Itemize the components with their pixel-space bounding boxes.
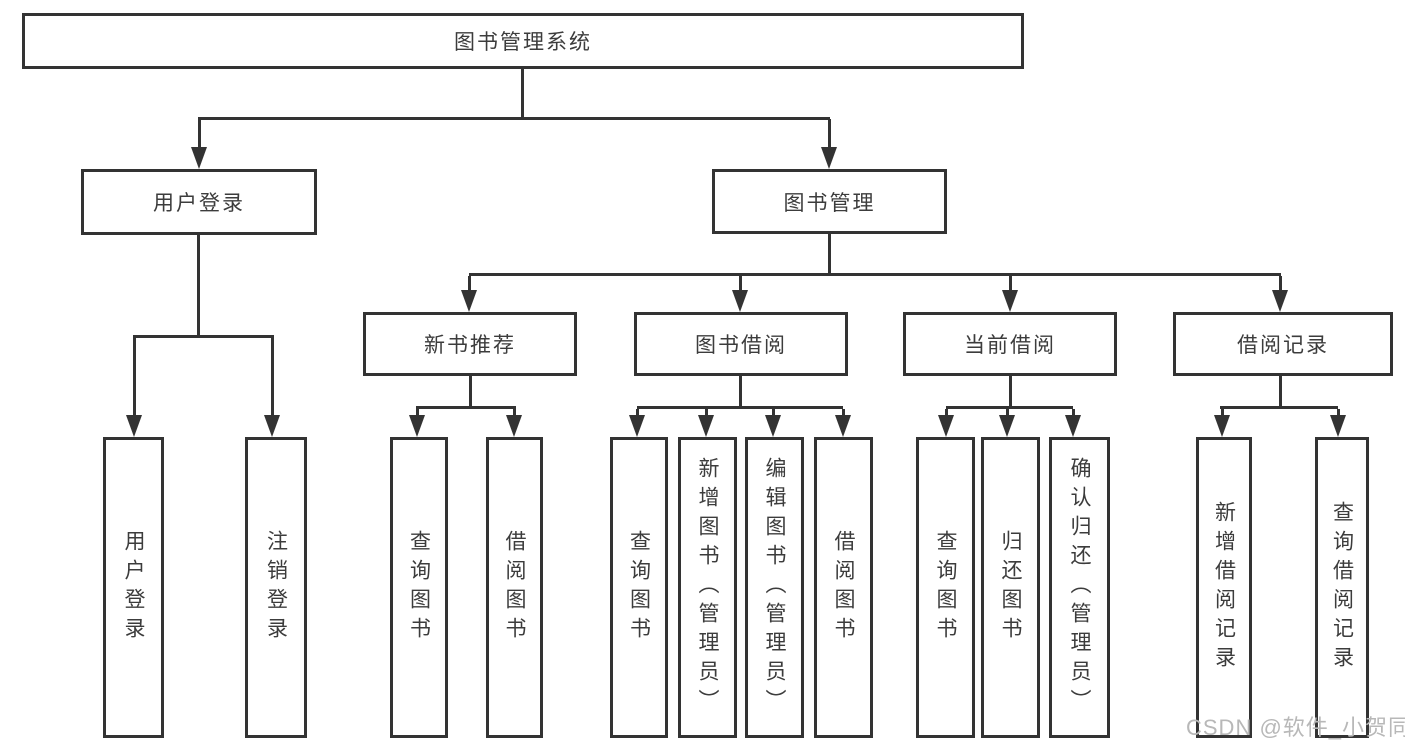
leaf-return-book: 归还图书 — [981, 437, 1040, 738]
arrow-down-icon — [999, 409, 1015, 437]
node-user-login-branch-label: 用户登录 — [153, 192, 245, 215]
connector-line — [1009, 376, 1012, 408]
node-user-login-branch: 用户登录 — [81, 169, 317, 235]
connector-line — [198, 117, 830, 120]
node-current-borrowing-label: 当前借阅 — [964, 334, 1056, 357]
arrow-down-icon — [698, 409, 714, 437]
arrow-down-icon — [461, 276, 477, 312]
connector-line — [828, 233, 831, 275]
node-book-borrowing: 图书借阅 — [634, 312, 848, 376]
leaf-edit-book-admin: 编辑图书（管理员） — [745, 437, 804, 738]
leaf-query-books-3-label: 查询图书 — [934, 529, 957, 646]
arrow-down-icon — [264, 338, 280, 437]
leaf-query-borrow-record-label: 查询借阅记录 — [1330, 500, 1354, 675]
node-book-management: 图书管理 — [712, 169, 947, 234]
arrow-down-icon — [1214, 409, 1230, 437]
node-borrowing-records-label: 借阅记录 — [1237, 334, 1329, 357]
leaf-query-books-2: 查询图书 — [610, 437, 668, 738]
leaf-borrow-books-2-label: 借阅图书 — [832, 529, 855, 646]
connector-line — [197, 235, 200, 337]
connector-line — [637, 406, 843, 409]
connector-line — [1220, 406, 1338, 409]
leaf-query-borrow-record: 查询借阅记录 — [1315, 437, 1369, 738]
arrow-down-icon — [938, 409, 954, 437]
node-borrowing-records: 借阅记录 — [1173, 312, 1393, 376]
connector-line — [521, 69, 524, 119]
leaf-query-books-1-label: 查询图书 — [407, 529, 431, 646]
leaf-add-book-admin: 新增图书（管理员） — [678, 437, 737, 738]
arrow-down-icon — [1002, 276, 1018, 312]
node-current-borrowing: 当前借阅 — [903, 312, 1117, 376]
csdn-watermark: CSDN @软件_小贺同学 — [1186, 715, 1405, 740]
arrow-down-icon — [191, 119, 207, 169]
arrow-down-icon — [732, 276, 748, 312]
node-new-book-recommend-label: 新书推荐 — [424, 334, 516, 357]
node-book-borrowing-label: 图书借阅 — [695, 334, 787, 357]
leaf-return-book-label: 归还图书 — [999, 529, 1022, 646]
leaf-user-login-label: 用户登录 — [122, 529, 145, 646]
leaf-logout: 注销登录 — [245, 437, 307, 738]
arrow-down-icon — [821, 119, 837, 169]
arrow-down-icon — [629, 409, 645, 437]
leaf-borrow-books-1-label: 借阅图书 — [503, 529, 526, 646]
arrow-down-icon — [1272, 276, 1288, 312]
node-root: 图书管理系统 — [22, 13, 1024, 69]
connector-line — [739, 376, 742, 408]
leaf-query-books-2-label: 查询图书 — [627, 529, 651, 646]
connector-line — [946, 406, 1073, 409]
arrow-down-icon — [126, 338, 142, 437]
connector-line — [469, 273, 1281, 276]
leaf-confirm-return-admin: 确认归还（管理员） — [1049, 437, 1110, 738]
connector-line — [469, 376, 472, 408]
leaf-add-borrow-record-label: 新增借阅记录 — [1212, 500, 1236, 675]
leaf-query-books-3: 查询图书 — [916, 437, 975, 738]
leaf-borrow-books-1: 借阅图书 — [486, 437, 543, 738]
leaf-add-borrow-record: 新增借阅记录 — [1196, 437, 1252, 738]
leaf-logout-label: 注销登录 — [264, 529, 288, 646]
connector-line — [133, 335, 274, 338]
arrow-down-icon — [835, 409, 851, 437]
arrow-down-icon — [1330, 409, 1346, 437]
leaf-borrow-books-2: 借阅图书 — [814, 437, 873, 738]
node-book-management-label: 图书管理 — [783, 191, 876, 215]
node-root-label: 图书管理系统 — [454, 31, 592, 54]
arrow-down-icon — [765, 409, 781, 437]
connector-line — [1279, 376, 1282, 408]
leaf-add-book-admin-label: 新增图书（管理员） — [696, 457, 719, 718]
connector-line — [416, 406, 516, 409]
leaf-confirm-return-admin-label: 确认归还（管理员） — [1068, 457, 1091, 718]
leaf-edit-book-admin-label: 编辑图书（管理员） — [763, 457, 786, 718]
leaf-query-books-1: 查询图书 — [390, 437, 448, 738]
node-new-book-recommend: 新书推荐 — [363, 312, 577, 376]
arrow-down-icon — [506, 409, 522, 437]
leaf-user-login: 用户登录 — [103, 437, 164, 738]
arrow-down-icon — [1065, 409, 1081, 437]
arrow-down-icon — [409, 409, 425, 437]
